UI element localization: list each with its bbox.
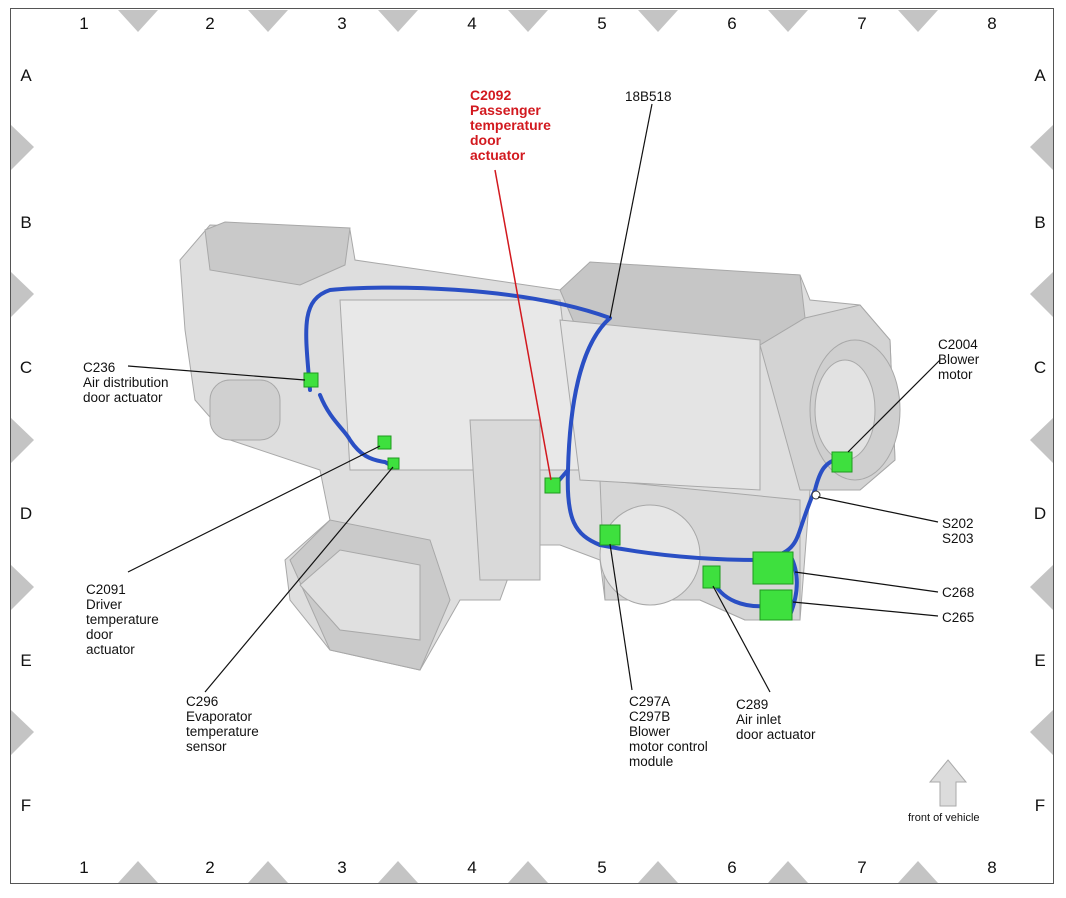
marker-right <box>1030 710 1053 755</box>
marker-top <box>638 10 678 32</box>
marker-left <box>11 418 34 463</box>
marker-bottom <box>508 861 548 883</box>
row-left-d: D <box>19 504 33 523</box>
connector-c289 <box>702 565 721 589</box>
callout-c236: C236 Air distribution door actuator <box>83 360 169 405</box>
col-top-7: 7 <box>857 14 867 33</box>
callout-c289: C289 Air inlet door actuator <box>736 697 816 742</box>
row-right-c: C <box>1033 358 1047 377</box>
col-bottom-3: 3 <box>337 858 347 877</box>
front-of-vehicle-label: front of vehicle <box>908 812 980 824</box>
connectors <box>303 372 853 621</box>
marker-left <box>11 710 34 755</box>
callout-c265: C265 <box>942 610 975 625</box>
col-bottom-8: 8 <box>987 858 997 877</box>
marker-top <box>768 10 808 32</box>
col-bottom-6: 6 <box>727 858 737 877</box>
marker-bottom <box>118 861 158 883</box>
callout-s202-s203: S202 S203 <box>942 516 974 546</box>
callout-18b518: 18B518 <box>625 89 672 104</box>
connector-c268 <box>752 551 794 585</box>
row-right-b: B <box>1034 213 1046 232</box>
marker-right <box>1030 418 1053 463</box>
col-top-1: 1 <box>79 14 89 33</box>
marker-bottom <box>898 861 938 883</box>
marker-top <box>248 10 288 32</box>
callout-c2004: C2004 Blower motor <box>938 337 980 382</box>
col-bottom-5: 5 <box>597 858 607 877</box>
marker-bottom <box>248 861 288 883</box>
hvac-housing <box>179 221 901 671</box>
marker-top <box>378 10 418 32</box>
connector-c297 <box>599 524 621 546</box>
marker-top <box>118 10 158 32</box>
marker-left <box>11 565 34 610</box>
callout-c296: C296 Evaporator temperature sensor <box>186 694 259 754</box>
row-right-a: A <box>1034 66 1046 85</box>
col-bottom-4: 4 <box>467 858 477 877</box>
connector-c236 <box>303 372 319 388</box>
col-top-3: 3 <box>337 14 347 33</box>
marker-left <box>11 272 34 317</box>
row-left-e: E <box>20 651 32 670</box>
marker-top <box>898 10 938 32</box>
marker-right <box>1030 565 1053 610</box>
row-right-f: F <box>1034 796 1046 815</box>
row-right-d: D <box>1033 504 1047 523</box>
connector-c2091 <box>377 435 392 450</box>
connector-c2092 <box>544 477 561 494</box>
callout-c2092: C2092 Passenger temperature door actuato… <box>470 87 551 163</box>
col-bottom-7: 7 <box>857 858 867 877</box>
marker-right <box>1030 272 1053 317</box>
connector-c296 <box>387 457 400 470</box>
marker-top <box>508 10 548 32</box>
marker-bottom <box>638 861 678 883</box>
marker-right <box>1030 125 1053 170</box>
highlight-leader-line <box>494 169 552 481</box>
diagram-frame <box>10 8 1054 884</box>
col-top-8: 8 <box>987 14 997 33</box>
row-left-f: F <box>20 796 32 815</box>
marker-left <box>11 125 34 170</box>
row-left-a: A <box>20 66 32 85</box>
col-bottom-2: 2 <box>205 858 215 877</box>
col-top-5: 5 <box>597 14 607 33</box>
marker-bottom <box>768 861 808 883</box>
marker-bottom <box>378 861 418 883</box>
grid-markers <box>11 10 1053 883</box>
col-top-2: 2 <box>205 14 215 33</box>
row-right-e: E <box>1034 651 1046 670</box>
callout-c2091: C2091 Driver temperature door actuator <box>86 582 159 657</box>
splice-s202-s203 <box>811 490 821 500</box>
row-left-b: B <box>20 213 32 232</box>
row-left-c: C <box>19 358 33 377</box>
connector-c265 <box>759 589 793 621</box>
callout-c297: C297A C297B Blower motor control module <box>629 694 708 769</box>
leader-lines <box>127 103 941 693</box>
callout-c268: C268 <box>942 585 975 600</box>
connector-c2004 <box>831 451 853 473</box>
col-top-6: 6 <box>727 14 737 33</box>
col-top-4: 4 <box>467 14 477 33</box>
col-bottom-1: 1 <box>79 858 89 877</box>
front-arrow-icon <box>928 759 968 807</box>
